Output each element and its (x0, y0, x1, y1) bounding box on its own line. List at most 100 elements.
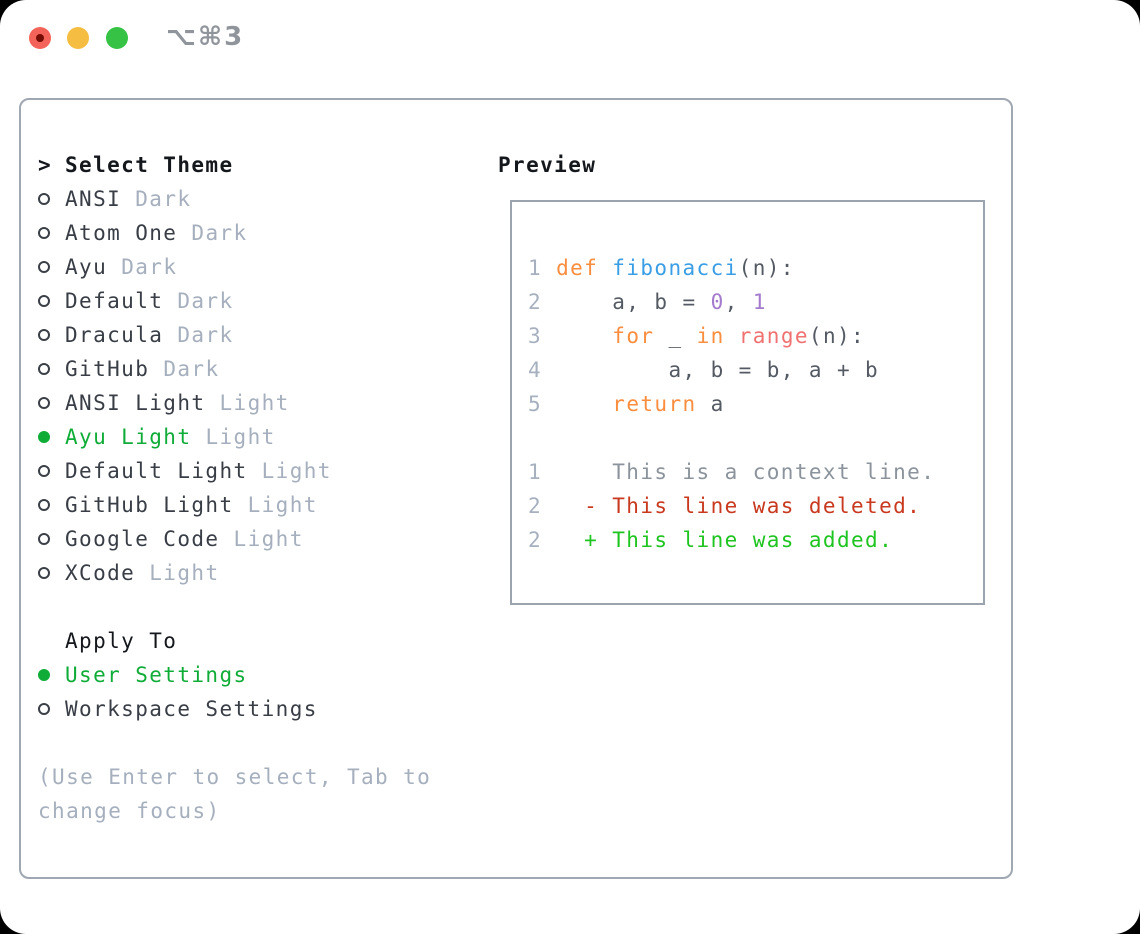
theme-option-ayu-light[interactable]: Ayu Light Light (38, 420, 468, 454)
theme-name: Ayu (65, 255, 108, 279)
spacer (135, 561, 149, 585)
radio-gutter (38, 193, 65, 205)
code-token: a (696, 392, 725, 416)
theme-variant: Light (247, 493, 318, 517)
theme-name: XCode (65, 561, 136, 585)
radio-icon (38, 465, 50, 477)
theme-option-ansi-dark[interactable]: ANSI Dark (38, 182, 468, 216)
close-button[interactable] (29, 27, 51, 49)
theme-name: ANSI (65, 187, 122, 211)
code-line: 2 a, b = 0, 1 (528, 285, 935, 319)
code-token: , (724, 290, 753, 314)
radio-gutter (38, 261, 65, 273)
spacer (177, 221, 191, 245)
code-token: a, b = (556, 290, 711, 314)
radio-icon (38, 363, 50, 375)
radio-icon (38, 567, 50, 579)
radio-icon (38, 295, 50, 307)
line-number: 2 (528, 528, 557, 552)
code-token: def (556, 256, 613, 280)
zoom-button[interactable] (106, 27, 128, 49)
theme-option-github-light[interactable]: GitHub Light Light (38, 488, 468, 522)
code-token: 1 (752, 290, 767, 314)
radio-gutter (38, 397, 65, 409)
radio-icon (38, 499, 50, 511)
theme-option-ansi-light[interactable]: ANSI Light Light (38, 386, 468, 420)
radio-gutter (38, 465, 65, 477)
code-token: _ (654, 324, 697, 348)
theme-name: Atom One (65, 221, 178, 245)
spacer (191, 425, 205, 449)
radio-icon (38, 397, 50, 409)
theme-name: Ayu Light (65, 425, 192, 449)
hint-text-line-1: (Use Enter to select, Tab to (38, 765, 432, 789)
radio-icon (38, 533, 50, 545)
spacer (107, 255, 121, 279)
code-token (556, 324, 612, 348)
code-token (725, 324, 739, 348)
theme-variant: Light (149, 561, 220, 585)
theme-name: Google Code (65, 527, 220, 551)
theme-option-xcode-light[interactable]: XCode Light (38, 556, 468, 590)
code-line: 1 This is a context line. (528, 455, 935, 489)
theme-option-dracula-dark[interactable]: Dracula Dark (38, 318, 468, 352)
code-line (528, 421, 935, 455)
theme-option-google-code-light[interactable]: Google Code Light (38, 522, 468, 556)
radio-icon (38, 227, 50, 239)
radio-icon (38, 261, 50, 273)
apply-option-workspace-settings[interactable]: Workspace Settings (38, 692, 468, 726)
theme-variant: Dark (163, 357, 220, 381)
line-number: 5 (528, 392, 557, 416)
code-line: 2 + This line was added. (528, 523, 935, 557)
spacer (149, 357, 163, 381)
radio-gutter (38, 431, 65, 443)
code-token: fibonacci (612, 256, 739, 280)
theme-panel: > Select Theme ANSI Dark Atom One Dark A… (38, 148, 468, 828)
blank-row (38, 590, 468, 624)
theme-option-ayu-dark[interactable]: Ayu Dark (38, 250, 468, 284)
apply-option-label: Workspace Settings (65, 697, 318, 721)
code-token: return (612, 392, 697, 416)
code-token: - This line was deleted. (556, 494, 922, 518)
line-number: 2 (528, 494, 557, 518)
theme-variant: Light (219, 391, 290, 415)
spacer (121, 187, 135, 211)
code-token: for (612, 324, 655, 348)
theme-option-atom-one-dark[interactable]: Atom One Dark (38, 216, 468, 250)
code-line: 4 a, b = b, a + b (528, 353, 935, 387)
radio-icon (38, 329, 50, 341)
hint-text-line-2: change focus) (38, 799, 221, 823)
titlebar: ⌥⌘3 (0, 0, 1140, 76)
radio-icon (38, 669, 50, 681)
theme-variant: Dark (121, 255, 178, 279)
apply-to-title: Apply To (65, 629, 178, 653)
theme-option-default-dark[interactable]: Default Dark (38, 284, 468, 318)
preview-title: Preview (498, 153, 597, 177)
spacer (248, 459, 262, 483)
minimize-button[interactable] (67, 27, 89, 49)
code-token: in (696, 324, 725, 348)
code-token: (n): (808, 324, 866, 348)
radio-gutter (38, 499, 65, 511)
apply-to-list: User Settings Workspace Settings (38, 658, 468, 726)
theme-variant: Dark (135, 187, 192, 211)
theme-option-default-light[interactable]: Default Light Light (38, 454, 468, 488)
window-title: ⌥⌘3 (166, 22, 245, 52)
radio-gutter (38, 329, 65, 341)
radio-gutter (38, 227, 65, 239)
spacer (163, 289, 177, 313)
theme-name: GitHub Light (65, 493, 234, 517)
theme-variant: Dark (177, 289, 234, 313)
line-number: 4 (528, 358, 557, 382)
line-number: 3 (528, 324, 557, 348)
radio-gutter (38, 703, 65, 715)
theme-option-github-dark[interactable]: GitHub Dark (38, 352, 468, 386)
radio-gutter (38, 363, 65, 375)
apply-option-user-settings[interactable]: User Settings (38, 658, 468, 692)
radio-gutter (38, 533, 65, 545)
radio-icon (38, 703, 50, 715)
code-line: 1 def fibonacci(n): (528, 251, 935, 285)
